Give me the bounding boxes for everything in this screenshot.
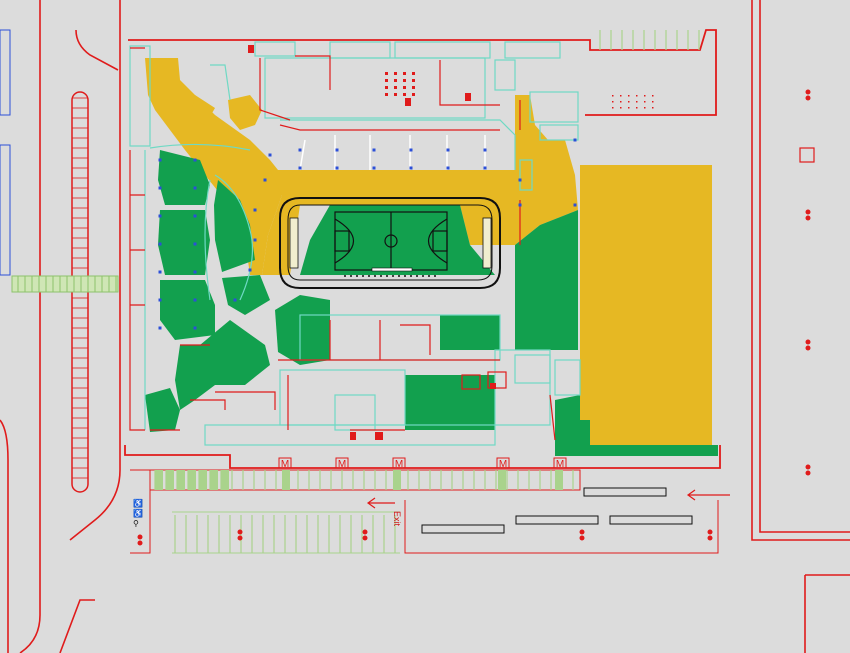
bollard <box>805 339 811 345</box>
building-outline <box>124 29 721 469</box>
bollard <box>805 464 811 470</box>
bollard <box>362 529 368 535</box>
green-zones <box>145 150 718 456</box>
column-markers <box>158 138 577 330</box>
bollard <box>805 470 811 476</box>
left-edge-blocks <box>0 29 11 276</box>
bollard-markers <box>137 529 713 546</box>
bay-label: M <box>556 459 564 470</box>
bollard <box>137 540 143 546</box>
exit-label: Exit <box>392 511 402 527</box>
bollard <box>237 529 243 535</box>
pedestrian-bridge <box>11 275 119 293</box>
bollard <box>707 529 713 535</box>
bay-label: M <box>338 459 346 470</box>
wheelchair-icon: ♿ <box>133 508 143 518</box>
room-walls-red <box>129 47 556 441</box>
bay-label: M <box>395 459 403 470</box>
bay-label: M <box>499 459 507 470</box>
road-bollards <box>805 89 811 476</box>
bollard <box>362 535 368 541</box>
parking-islands <box>421 487 693 534</box>
room-walls-cyan <box>129 41 581 446</box>
utility-box <box>799 147 815 163</box>
median-strip <box>71 91 89 493</box>
bay-label: M <box>281 459 289 470</box>
parking-lot <box>130 30 719 554</box>
bollard <box>237 535 243 541</box>
bollard <box>579 529 585 535</box>
bollard <box>805 89 811 95</box>
bollard <box>579 535 585 541</box>
bollard <box>805 215 811 221</box>
bollard <box>137 534 143 540</box>
restroom-fixtures <box>248 45 496 440</box>
seating-rows <box>299 135 486 171</box>
bollard <box>805 209 811 215</box>
wheelchair-icon: ♿ <box>133 498 143 508</box>
accessible-parking-icons: ♿ ♿ ⚲ <box>133 498 143 528</box>
entry-arrows <box>366 489 730 509</box>
bollard <box>805 95 811 101</box>
bollard <box>707 535 713 541</box>
bollard <box>805 345 811 351</box>
bike-icon: ⚲ <box>133 519 139 528</box>
bench-row <box>344 267 436 277</box>
red-dot-grid <box>385 72 654 109</box>
arena <box>279 197 501 289</box>
